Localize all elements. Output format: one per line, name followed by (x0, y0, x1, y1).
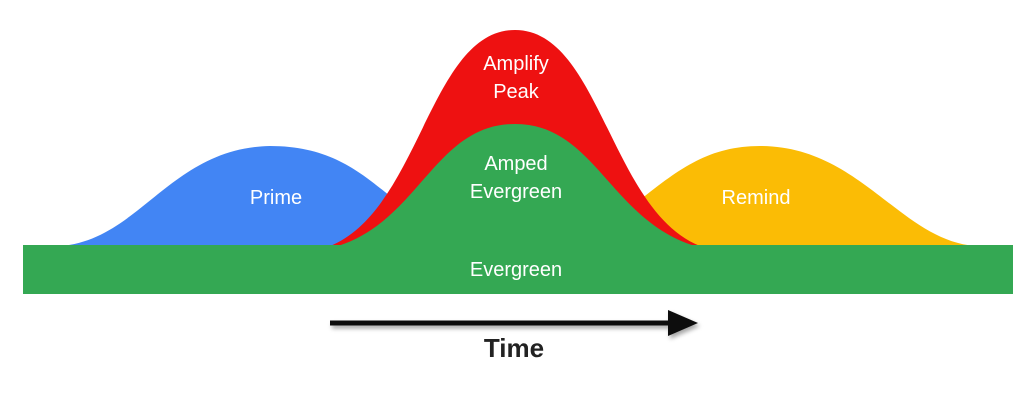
time-arrow (330, 310, 698, 336)
time-arrow-head (668, 310, 698, 336)
evergreen-bar (23, 245, 1013, 294)
time-axis-label: Time (484, 333, 544, 363)
amplify-label-line2: Peak (493, 81, 540, 103)
remind-label: Remind (722, 187, 791, 209)
remind-curve (640, 146, 975, 246)
amped-label-line1: Amped (484, 153, 547, 175)
evergreen-label: Evergreen (470, 259, 562, 281)
prime-curve (60, 146, 390, 246)
amped-evergreen-curve (338, 124, 695, 246)
amplify-label-line1: Amplify (483, 53, 549, 75)
amped-label-line2: Evergreen (470, 181, 562, 203)
prime-label: Prime (250, 187, 302, 209)
